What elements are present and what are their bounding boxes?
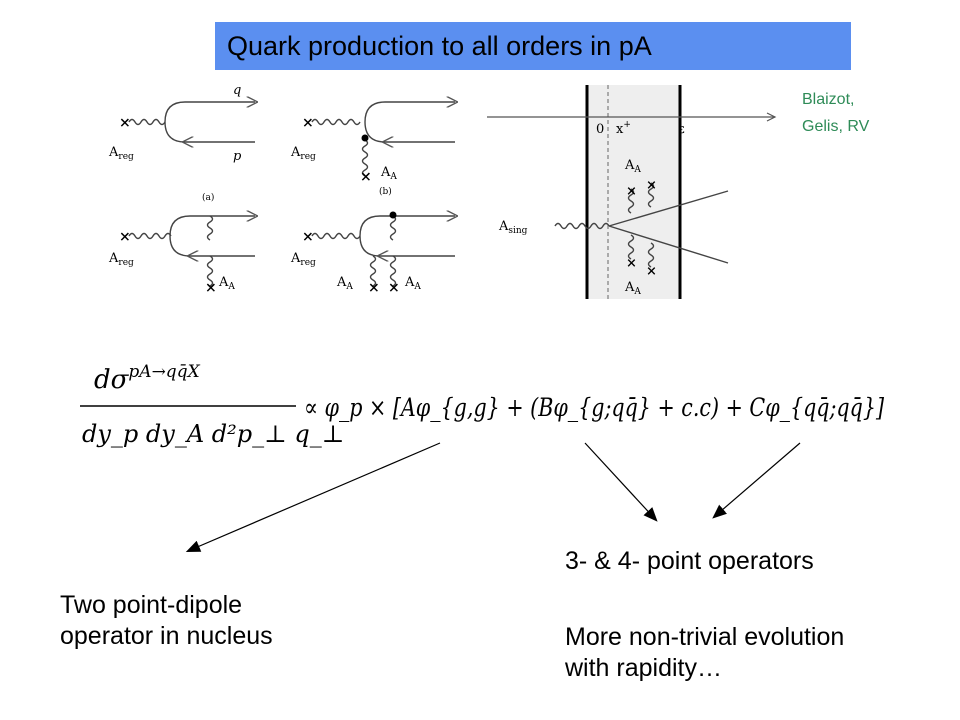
antiquark-label: p [233,149,242,164]
svg-text:Areg: Areg [290,145,316,162]
dipole-note-line-1: Two point-dipole [60,591,243,619]
feynman-diagrams: × × × × × × × × q p Areg Areg AA Areg AA… [108,83,465,296]
field-nucleus-sub: A [413,282,421,292]
field-reg-label: A [108,145,119,160]
svg-text:AA: AA [336,275,353,292]
field-nucleus-sub: A [633,165,641,175]
field-nucleus-label: A [336,275,347,290]
panel-a-caption: (a) [202,192,214,203]
field-reg-sub: reg [300,152,316,162]
field-reg-label: A [108,251,119,266]
svg-text:×: × [368,280,380,296]
svg-text:×: × [302,229,314,245]
title-banner: Quark production to all orders in pA [215,22,851,70]
svg-text:AA: AA [624,280,641,297]
x-plus-label: x [616,122,624,137]
citation-line-2: Gelis, RV [802,118,870,135]
svg-text:Asing: Asing [498,219,528,236]
field-nucleus-sub: A [633,287,641,297]
svg-text:Areg: Areg [108,251,134,268]
dipole-note-line-2: operator in nucleus [60,622,273,650]
cross-section-formula: dσpA→qq̄X dy_p dy_A d²p_⊥ q_⊥ ∝ φ_p × [A… [80,362,884,448]
svg-text:×: × [119,229,131,245]
field-nucleus-label: A [380,165,391,180]
origin-label: 0 [596,122,604,137]
citation-line-1: Blaizot, [802,91,855,108]
epsilon-label: ε [678,122,685,137]
slide-title: Quark production to all orders in pA [227,31,652,61]
svg-text:AA: AA [380,165,397,182]
svg-text:×: × [302,115,314,131]
evolution-note-line-2: with rapidity… [565,654,722,682]
svg-text:×: × [646,178,657,193]
field-reg-label: A [290,145,301,160]
operators-heading: 3- & 4- point operators [565,547,814,575]
panel-b-caption: (b) [379,186,392,197]
x-plus-sup: + [623,120,631,130]
evolution-note: More non-trivial evolution with rapidity… [565,622,844,684]
arrow-to-operators-1 [584,442,658,522]
dipole-note: Two point-dipole operator in nucleus [60,590,273,652]
svg-text:AA: AA [404,275,421,292]
svg-text:x+: x+ [616,120,631,137]
svg-text:×: × [626,256,637,271]
shockwave-diagram: × × × × 0 x+ ε Asing AA AA [487,85,777,299]
svg-text:×: × [646,264,657,279]
field-nucleus-label: A [624,280,635,295]
field-nucleus-label: A [218,275,229,290]
field-nucleus-sub: A [227,282,235,292]
field-reg-sub: reg [300,258,316,268]
svg-text:×: × [360,169,372,185]
formula-numerator: dσpA→qq̄X [94,362,201,395]
svg-text:×: × [119,115,131,131]
evolution-note-line-1: More non-trivial evolution [565,623,845,651]
citation: Blaizot, Gelis, RV [802,86,869,140]
svg-text:×: × [205,280,217,296]
field-sing-label: A [498,219,509,234]
svg-text:Areg: Areg [108,145,134,162]
field-nucleus-label: A [624,158,635,173]
arrow-to-dipole [185,442,441,552]
field-sing-sub: sing [508,226,527,236]
field-nucleus-label: A [404,275,415,290]
svg-text:×: × [626,184,637,199]
formula-rhs: ∝ φ_p × [Aφ_{g,g} + (Bφ_{g;qq̄} + c.c) +… [304,393,884,422]
field-reg-sub: reg [118,258,134,268]
svg-text:AA: AA [218,275,235,292]
field-reg-sub: reg [118,152,134,162]
svg-text:AA: AA [624,158,641,175]
field-nucleus-sub: A [389,172,397,182]
field-nucleus-sub: A [345,282,353,292]
quark-label: q [233,83,241,98]
svg-text:×: × [388,280,400,296]
arrow-to-operators-2 [712,442,801,519]
field-reg-label: A [290,251,301,266]
formula-denominator: dy_p dy_A d²p_⊥ q_⊥ [82,420,344,448]
svg-text:Areg: Areg [290,251,316,268]
